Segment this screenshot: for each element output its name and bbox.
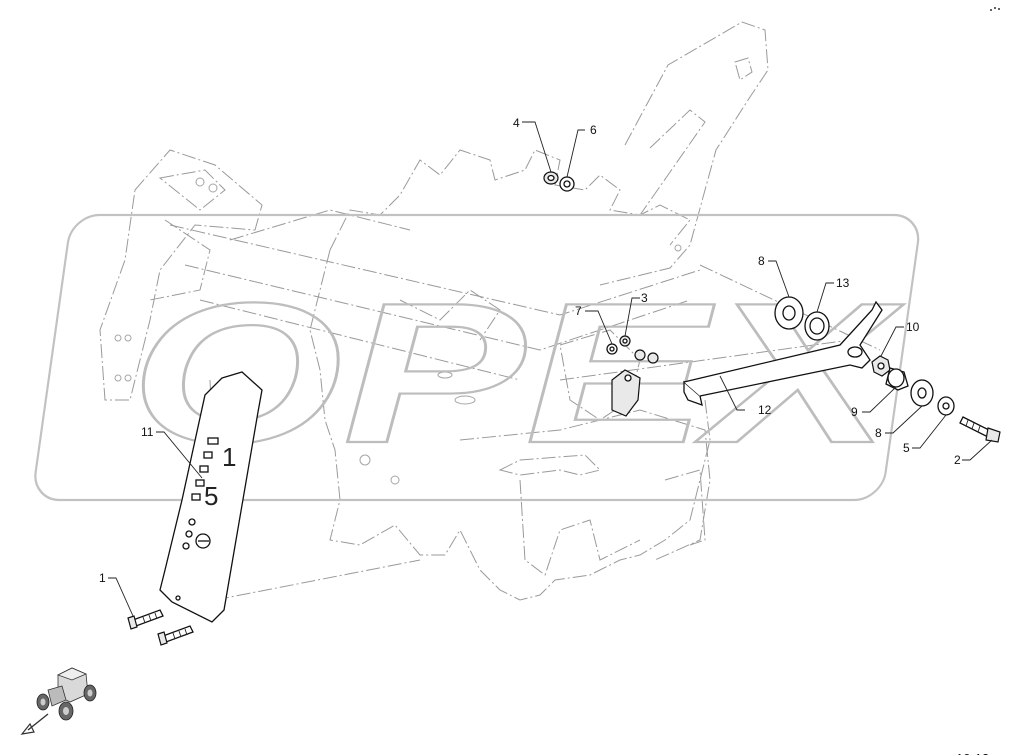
callout-8-lower: 8 [875,426,882,440]
leader-lines [108,121,993,617]
bolt-part-2 [959,416,1001,443]
nut-part-4 [543,171,559,185]
corner-dot [990,9,992,11]
direction-arrow-icon [20,713,49,735]
tractor-icon [36,667,97,721]
corner-dot [998,8,1000,10]
callout-5: 5 [903,441,910,455]
callouts: 4 6 7 3 8 13 10 9 8 5 2 12 11 1 [99,116,961,585]
washer-part-8-upper [774,296,804,330]
washer-part-8-lower [910,379,934,407]
indicator-plate-part-11: 1 5 [159,371,263,623]
nut-part-10 [871,355,891,377]
callout-13: 13 [836,276,850,290]
bolt-part-1 [127,609,194,646]
sheet-number: 10-13 [956,751,989,755]
washer-part-7 [606,343,618,355]
callout-10: 10 [906,320,920,334]
nut-part-3 [619,335,631,347]
callout-2: 2 [954,453,961,467]
callout-12: 12 [758,403,772,417]
spacer-part-9 [885,367,909,391]
callout-3: 3 [641,291,648,305]
hardware [127,171,1001,646]
centre-bracket [611,369,641,417]
corner-dot [994,7,996,9]
callout-9: 9 [851,405,858,419]
washer-part-6 [559,176,575,192]
callout-7: 7 [575,304,582,318]
washer-part-5 [937,396,955,416]
callout-6: 6 [590,123,597,137]
callout-11: 11 [141,425,154,439]
callout-8-upper: 8 [758,254,765,268]
nut-small [634,349,646,361]
plate-mark-bottom: 5 [204,481,218,511]
callout-1: 1 [99,571,106,585]
plate-mark-top: 1 [222,442,236,472]
lever-arm-part-12 [683,300,883,407]
bushing-part-13 [804,311,830,341]
nut-small [647,352,659,364]
corner-marks: 10-13 [956,7,1000,755]
callout-4: 4 [513,116,520,130]
ghost-frame [99,21,881,601]
